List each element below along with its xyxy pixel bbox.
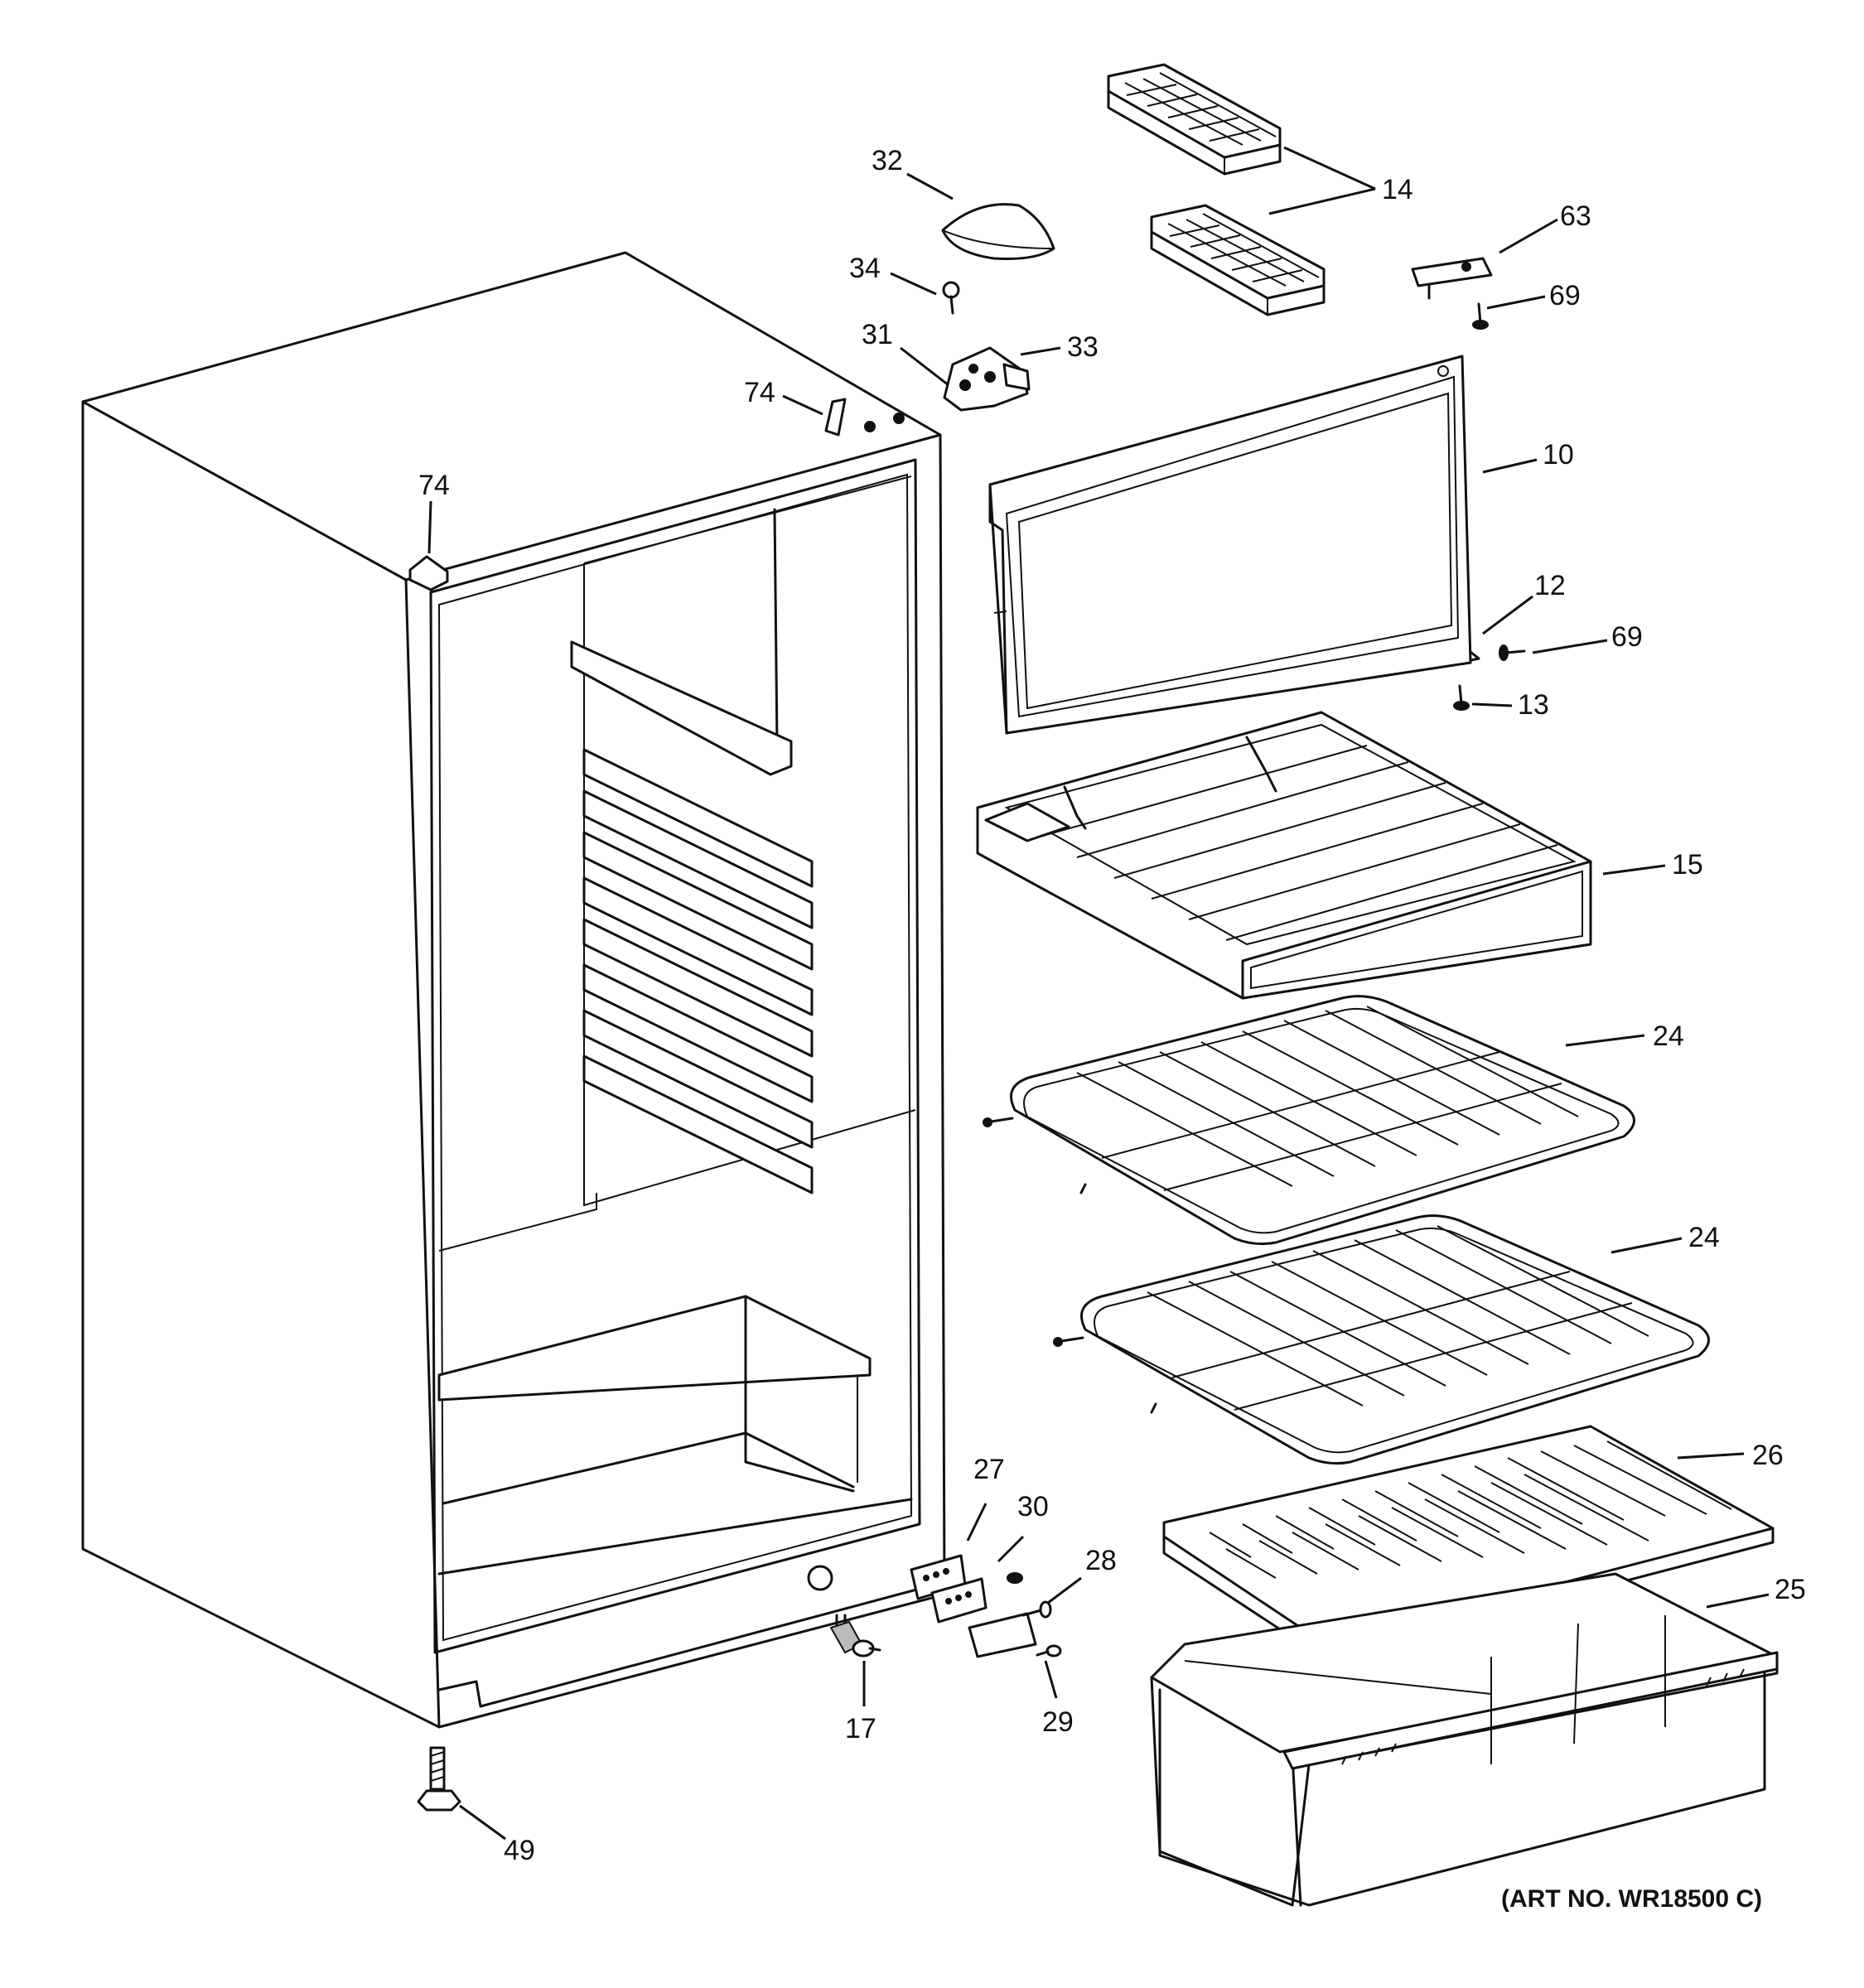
part-34-screw (942, 281, 960, 315)
callout-28: 28 (1085, 1545, 1117, 1576)
part-10-freezer-door (988, 355, 1472, 735)
callout-12: 12 (1534, 570, 1566, 601)
part-31-33-hinge (943, 346, 1031, 412)
shelf-rails (582, 748, 814, 1194)
callout-49: 49 (504, 1835, 535, 1866)
callout-17: 17 (845, 1713, 876, 1744)
part-63-bracket (1411, 257, 1493, 300)
callout-74-top: 74 (744, 377, 775, 408)
part-17-switch (829, 1614, 881, 1657)
callout-15: 15 (1672, 849, 1703, 881)
part-74-cap-left (408, 555, 449, 591)
part-24-wire-shelf-upper (983, 995, 1635, 1246)
part-32-hinge-cover (941, 203, 1055, 260)
callout-10: 10 (1543, 439, 1574, 470)
part-69-screw-top (1472, 302, 1489, 330)
refrigerator-cabinet (81, 251, 946, 1729)
part-49-leveling-leg (417, 1746, 461, 1812)
callout-24-upper: 24 (1653, 1021, 1684, 1052)
callout-26: 26 (1752, 1440, 1784, 1471)
part-29-screw (1036, 1644, 1062, 1657)
part-74-cap-top (824, 398, 847, 437)
callout-32: 32 (872, 145, 903, 176)
callout-24-lower: 24 (1688, 1222, 1720, 1253)
part-24-wire-shelf-lower (1053, 1214, 1710, 1465)
callout-13: 13 (1518, 689, 1549, 721)
part-13-screw (1453, 684, 1470, 711)
art-number: (ART NO. WR18500 C) (1501, 1885, 1762, 1913)
callout-34: 34 (849, 253, 881, 284)
part-27-shim-2 (930, 1577, 988, 1624)
callout-69-top: 69 (1549, 280, 1581, 311)
callout-27: 27 (973, 1454, 1005, 1485)
callout-25: 25 (1775, 1574, 1806, 1605)
callout-63: 63 (1560, 200, 1591, 232)
part-14-ice-trays (1107, 63, 1326, 316)
leader-lines (427, 146, 1770, 1841)
part-15-freezer-shelf (976, 711, 1592, 1000)
callout-31: 31 (862, 319, 893, 350)
callout-69-mid: 69 (1611, 621, 1643, 653)
part-26-crisper-cover (1162, 1425, 1775, 1661)
callout-74-left: 74 (418, 470, 450, 501)
callout-30: 30 (1017, 1491, 1049, 1522)
callout-29: 29 (1042, 1706, 1074, 1738)
callout-labels: 32 34 31 33 74 74 14 63 69 10 12 69 13 1… (418, 145, 1806, 1866)
callout-14: 14 (1382, 174, 1413, 205)
part-28-lower-hinge (968, 1600, 1052, 1658)
part-30-washer (1007, 1572, 1023, 1584)
part-25-crisper-drawer (1150, 1572, 1779, 1907)
callout-33: 33 (1067, 331, 1099, 363)
part-69-screw-mid (1499, 644, 1526, 661)
